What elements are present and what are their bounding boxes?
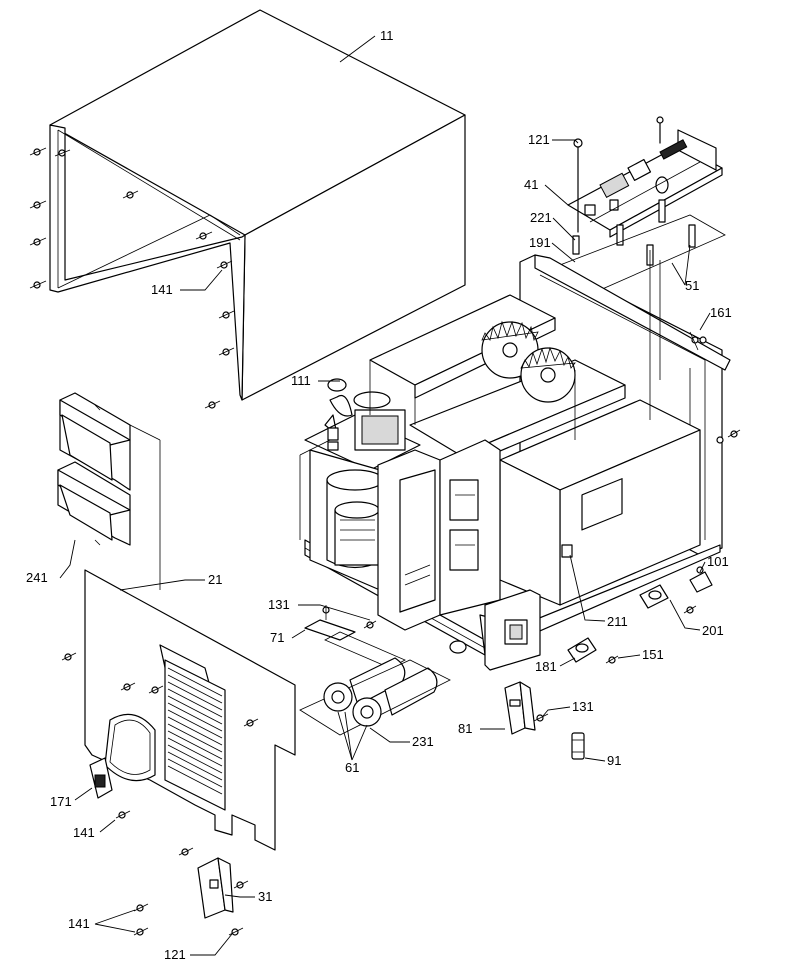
label-21: 21 [208, 572, 222, 587]
part-31-bracket [197, 857, 234, 919]
label-131-left: 131 [268, 597, 290, 612]
label-51: 51 [685, 278, 699, 293]
part-181-switch [567, 637, 597, 663]
label-141-top: 141 [151, 282, 173, 297]
part-91-fuse [571, 732, 585, 760]
label-41: 41 [524, 177, 538, 192]
part-101-switch [689, 566, 713, 593]
cover-screws [29, 147, 235, 409]
label-91: 91 [607, 753, 621, 768]
label-161: 161 [710, 305, 732, 320]
label-141-mid: 141 [73, 825, 95, 840]
label-211: 211 [607, 614, 628, 629]
transformer [309, 449, 384, 591]
magnetron-bracket [377, 439, 501, 631]
part-11-top-cover [49, 9, 466, 401]
label-181: 181 [535, 659, 557, 674]
label-171: 171 [50, 794, 72, 809]
panel-screws [61, 652, 259, 936]
part-71-plate [304, 619, 406, 669]
label-31: 31 [258, 889, 272, 904]
label-231: 231 [412, 734, 434, 749]
label-151: 151 [642, 647, 664, 662]
part-81-bracket [504, 681, 536, 735]
label-111: 111 [291, 373, 311, 388]
label-141-bottom: 141 [68, 916, 90, 931]
label-221: 221 [530, 210, 552, 225]
label-121-top: 121 [528, 132, 550, 147]
part-201-switch [639, 584, 669, 609]
label-241: 241 [26, 570, 48, 585]
label-121-bottom: 121 [164, 947, 186, 962]
label-131-right: 131 [572, 699, 594, 714]
part-111-motor [304, 378, 421, 471]
label-81: 81 [458, 721, 472, 736]
part-241-vent-covers [57, 392, 131, 546]
part-21-front-panel [84, 424, 296, 851]
label-101: 101 [707, 554, 729, 569]
chassis-waveguide-box [499, 399, 701, 606]
capacitor-parts-lower [484, 589, 541, 671]
label-201: 201 [702, 623, 724, 638]
part-41-control-board [567, 129, 723, 238]
fan-gears [481, 320, 576, 403]
part-231-capacitor-set [299, 657, 451, 736]
chassis-screws-right [322, 331, 741, 664]
part-131-screw-lower [533, 713, 549, 722]
chassis-rear-side [299, 250, 661, 540]
vent-grille [164, 659, 226, 811]
label-191: 191 [529, 235, 551, 250]
part-number-labels: 11 121 41 221 191 51 141 161 111 241 21 … [26, 28, 732, 962]
label-11: 11 [380, 28, 394, 43]
label-71: 71 [270, 630, 284, 645]
leader-lines [59, 35, 711, 956]
label-61: 61 [345, 760, 359, 775]
